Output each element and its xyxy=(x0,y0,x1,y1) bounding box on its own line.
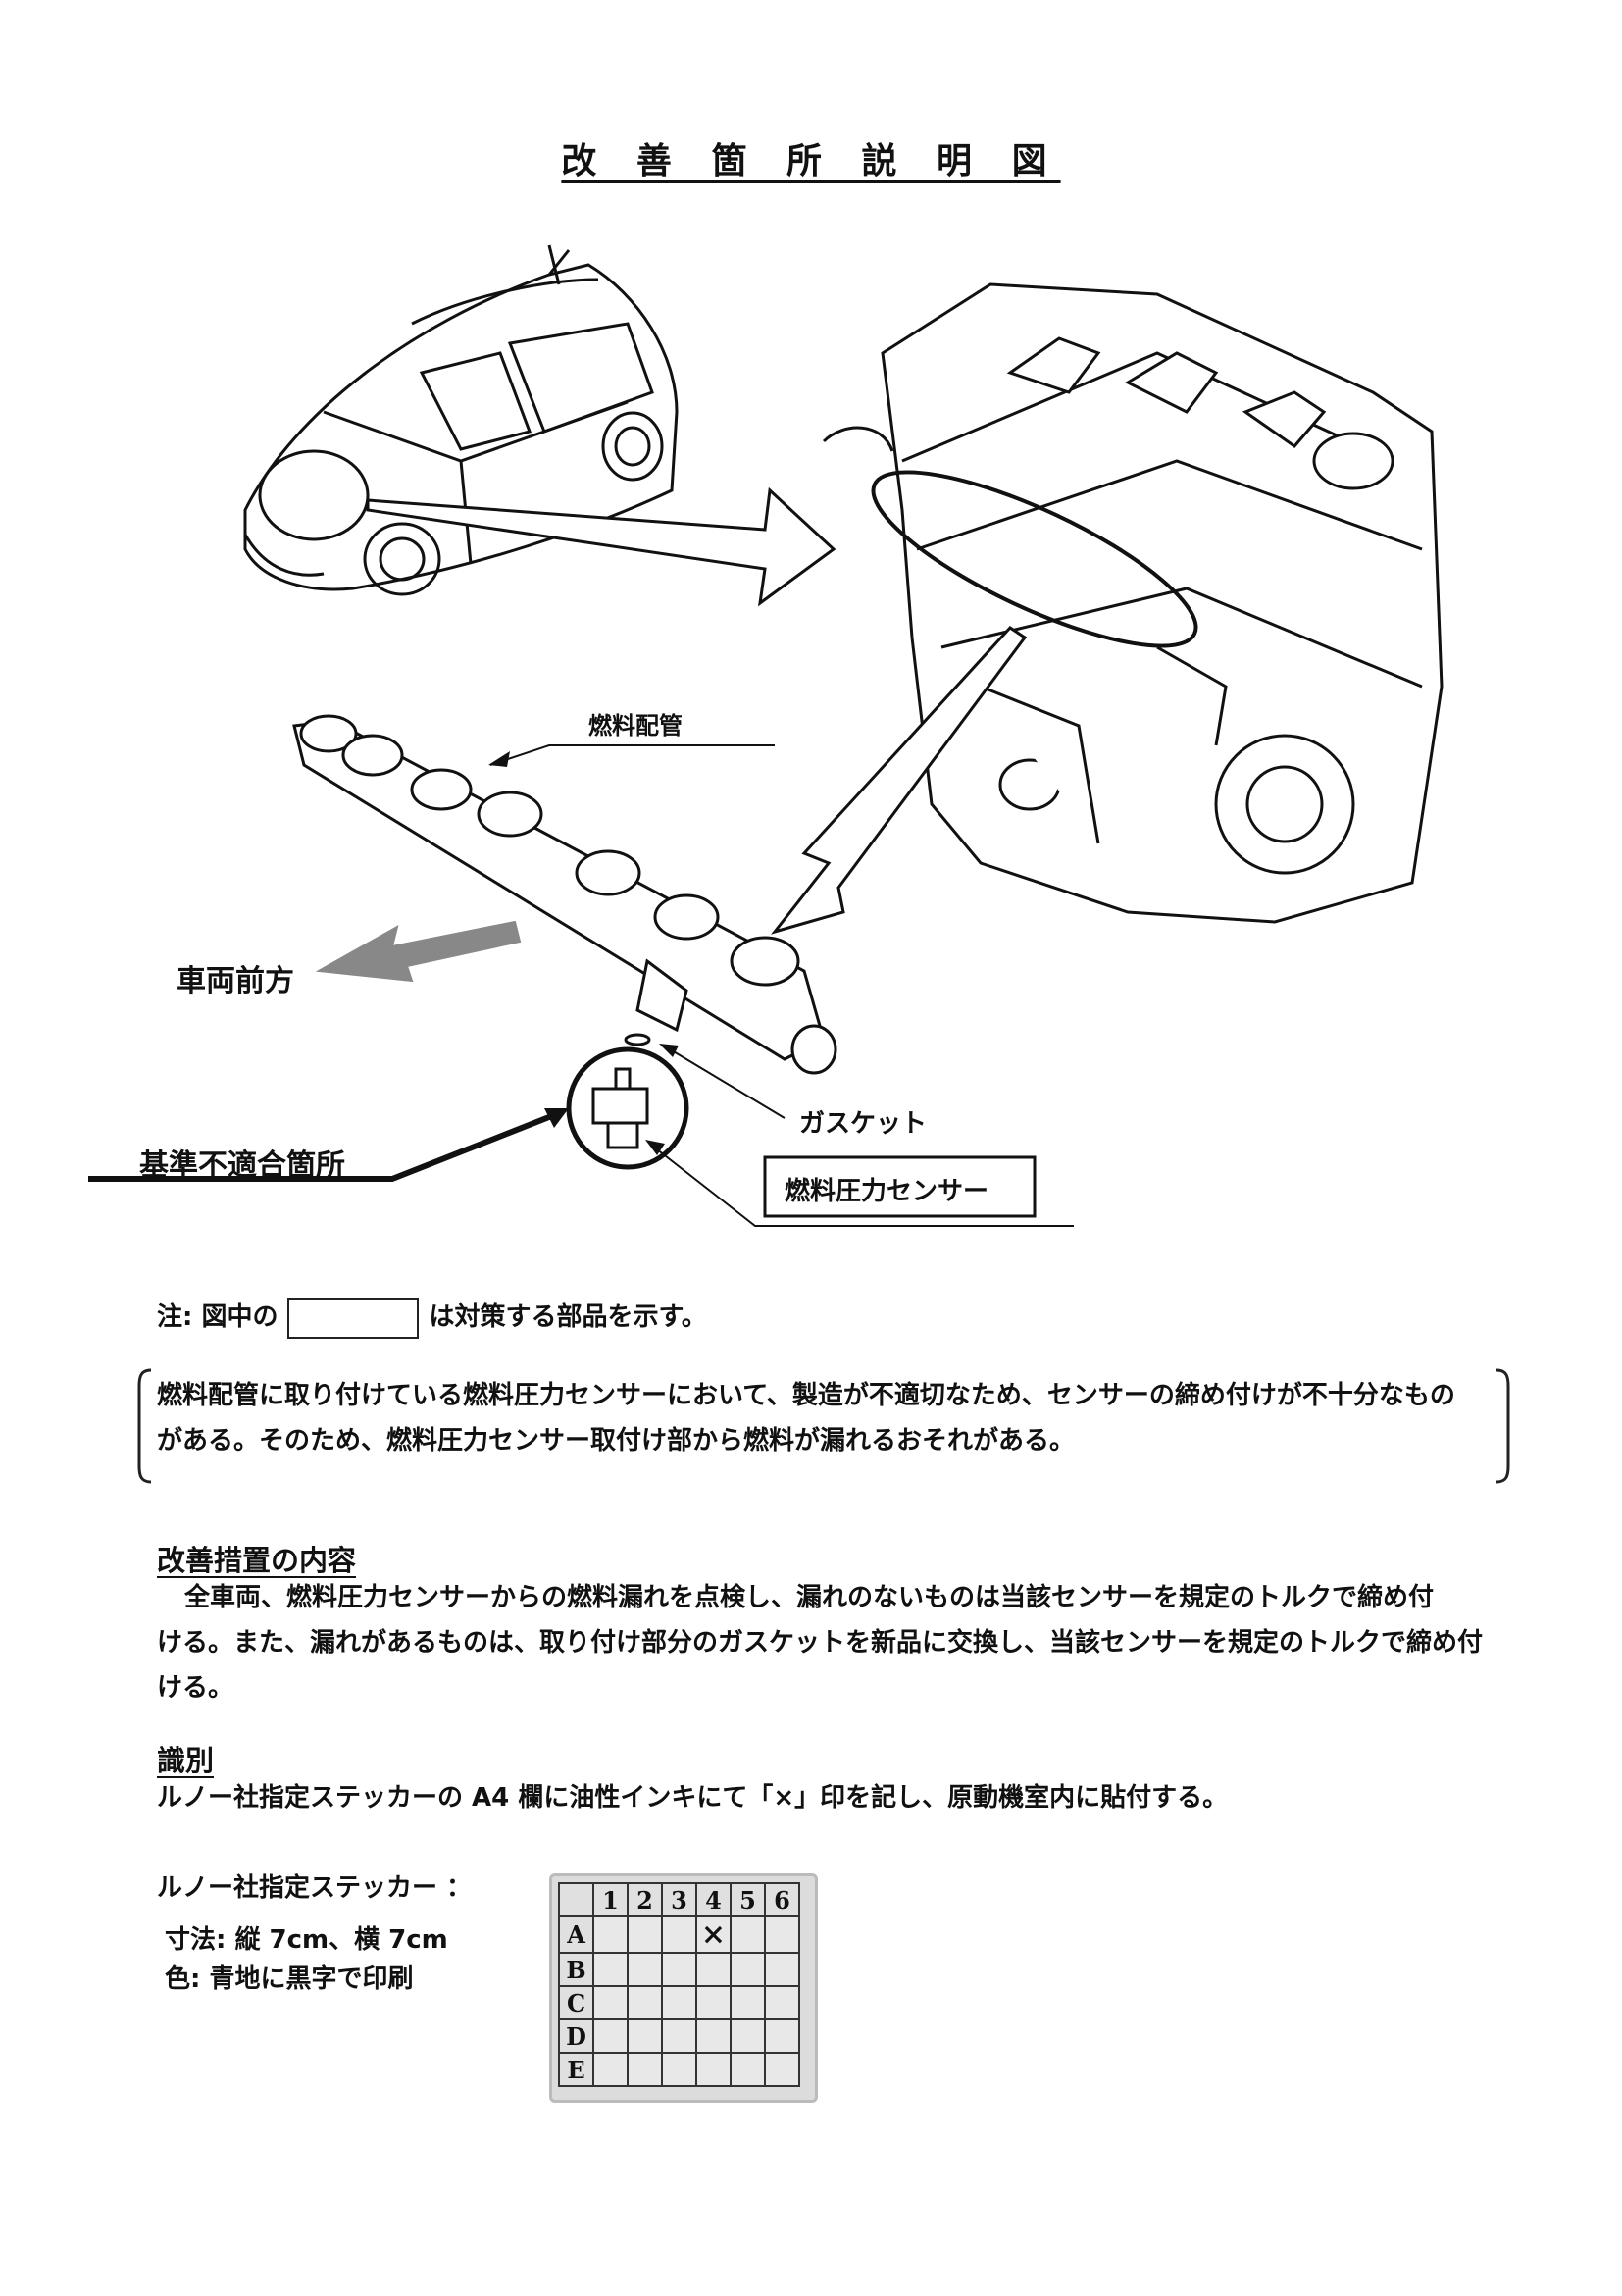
recall-illustration xyxy=(88,244,1444,1227)
fuel-pressure-sensor-label: 燃料圧力センサー xyxy=(785,1177,989,1206)
sticker-cell xyxy=(592,1952,629,1987)
sticker-cell xyxy=(592,2018,629,2054)
sticker-cell xyxy=(592,1985,629,2020)
sticker-label: ルノー社指定ステッカー ： xyxy=(157,1873,473,1903)
sticker-column-header: 4 xyxy=(695,1882,732,1917)
remedy-body: 全車両、燃料圧力センサーからの燃料漏れを点検し、漏れのないものは当該センサーを規… xyxy=(157,1575,1530,1710)
sticker-cell xyxy=(764,2052,800,2087)
remedy-heading: 改善措置の内容 xyxy=(157,1544,357,1577)
fuel-pipe-label: 燃料配管 xyxy=(588,712,683,740)
sticker-cell xyxy=(661,2018,697,2054)
sticker-cell xyxy=(764,1952,800,1987)
sticker-cell xyxy=(661,2052,697,2087)
engine-illustration xyxy=(822,282,1444,924)
sticker-cell xyxy=(627,1985,663,2020)
engine-highlight-ellipse xyxy=(871,470,1198,648)
sticker-cell xyxy=(627,2018,663,2054)
note-prefix: 注: 図中の xyxy=(157,1302,279,1332)
description-bracket xyxy=(137,1368,1510,1484)
fuel-pressure-sensor-label-box xyxy=(763,1155,1037,1218)
sticker-color: 色: 青地に黒字で印刷 xyxy=(165,1964,414,1994)
identification-text: ルノー社指定ステッカーの A4 欄に油性インキにて「×」印を記し、原動機室内に貼… xyxy=(157,1783,1229,1812)
arrow-engine-to-rail xyxy=(770,626,1028,935)
sticker-row-header: A xyxy=(558,1915,594,1954)
remedy-line-3: ける。 xyxy=(157,1673,234,1703)
sticker-column-header: 1 xyxy=(592,1882,629,1917)
gasket-label: ガスケット xyxy=(799,1109,928,1139)
note-suffix: は対策する部品を示す。 xyxy=(429,1302,707,1332)
identification-heading: 識別 xyxy=(157,1744,215,1777)
gasket-illustration xyxy=(624,1033,651,1046)
fuel-rail-illustration xyxy=(292,714,837,1075)
note-line: 注: 図中の は対策する部品を示す。 xyxy=(157,1295,707,1340)
sticker-specs: 寸法: 縦 7cm、横 7cm 色: 青地に黒字で印刷 xyxy=(165,1920,448,1999)
sticker-column-header: 3 xyxy=(661,1882,697,1917)
page-title: 改 善 箇 所 説 明 図 xyxy=(561,141,1061,181)
sticker-cell xyxy=(730,1915,766,1954)
fuel-pressure-sensor-illustration xyxy=(591,1067,649,1149)
sticker-cell xyxy=(730,2052,766,2087)
sticker-cell xyxy=(695,2018,732,2054)
sticker-row-header: E xyxy=(558,2052,594,2087)
sticker-cell xyxy=(695,1952,732,1987)
sticker-cell xyxy=(627,1952,663,1987)
sticker-cell xyxy=(592,2052,629,2087)
sticker-cell xyxy=(764,1985,800,2020)
remedy-line-1: 全車両、燃料圧力センサーからの燃料漏れを点検し、漏れのないものは当該センサーを規… xyxy=(184,1583,1435,1612)
sticker-column-header: 5 xyxy=(730,1882,766,1917)
sticker-cell xyxy=(661,1915,697,1954)
sticker-mark-cell: × xyxy=(695,1915,732,1954)
sticker-cell xyxy=(695,2052,732,2087)
sticker-grid-corner xyxy=(558,1882,594,1917)
nonconforming-part-label: 基準不適合箇所 xyxy=(139,1148,345,1183)
sticker-cell xyxy=(730,1985,766,2020)
sticker-row-header: D xyxy=(558,2018,594,2054)
sticker-column-header: 6 xyxy=(764,1882,800,1917)
vehicle-front-arrow xyxy=(315,920,522,983)
sticker-cell xyxy=(592,1915,629,1954)
defect-description: 燃料配管に取り付けている燃料圧力センサーにおいて、製造が不適切なため、センサーの… xyxy=(157,1373,1500,1463)
note-sample-box xyxy=(287,1297,420,1339)
sticker-cell xyxy=(730,2018,766,2054)
sticker-cell xyxy=(661,1985,697,2020)
defect-line-2: がある。そのため、燃料圧力センサー取付け部から燃料が漏れるおそれがある。 xyxy=(157,1426,1076,1455)
sticker-row-header: C xyxy=(558,1985,594,2020)
remedy-line-2: ける。また、漏れがあるものは、取り付け部分のガスケットを新品に交換し、当該センサ… xyxy=(157,1628,1484,1658)
sticker-size: 寸法: 縦 7cm、横 7cm xyxy=(165,1925,448,1955)
car-illustration xyxy=(243,249,679,596)
vehicle-front-label: 車両前方 xyxy=(177,964,294,998)
defect-line-1: 燃料配管に取り付けている燃料圧力センサーにおいて、製造が不適切なため、センサーの… xyxy=(157,1381,1455,1410)
arrow-car-to-engine xyxy=(366,486,836,607)
sticker-column-header: 2 xyxy=(627,1882,663,1917)
sticker-cell xyxy=(764,1915,800,1954)
sticker-cell xyxy=(627,1915,663,1954)
sticker-cell xyxy=(764,2018,800,2054)
sticker-cell xyxy=(730,1952,766,1987)
hood-highlight-circle xyxy=(258,449,370,541)
sticker-cell xyxy=(661,1952,697,1987)
sticker-row-header: B xyxy=(558,1952,594,1987)
sticker-cell xyxy=(627,2052,663,2087)
sticker-cell xyxy=(695,1985,732,2020)
